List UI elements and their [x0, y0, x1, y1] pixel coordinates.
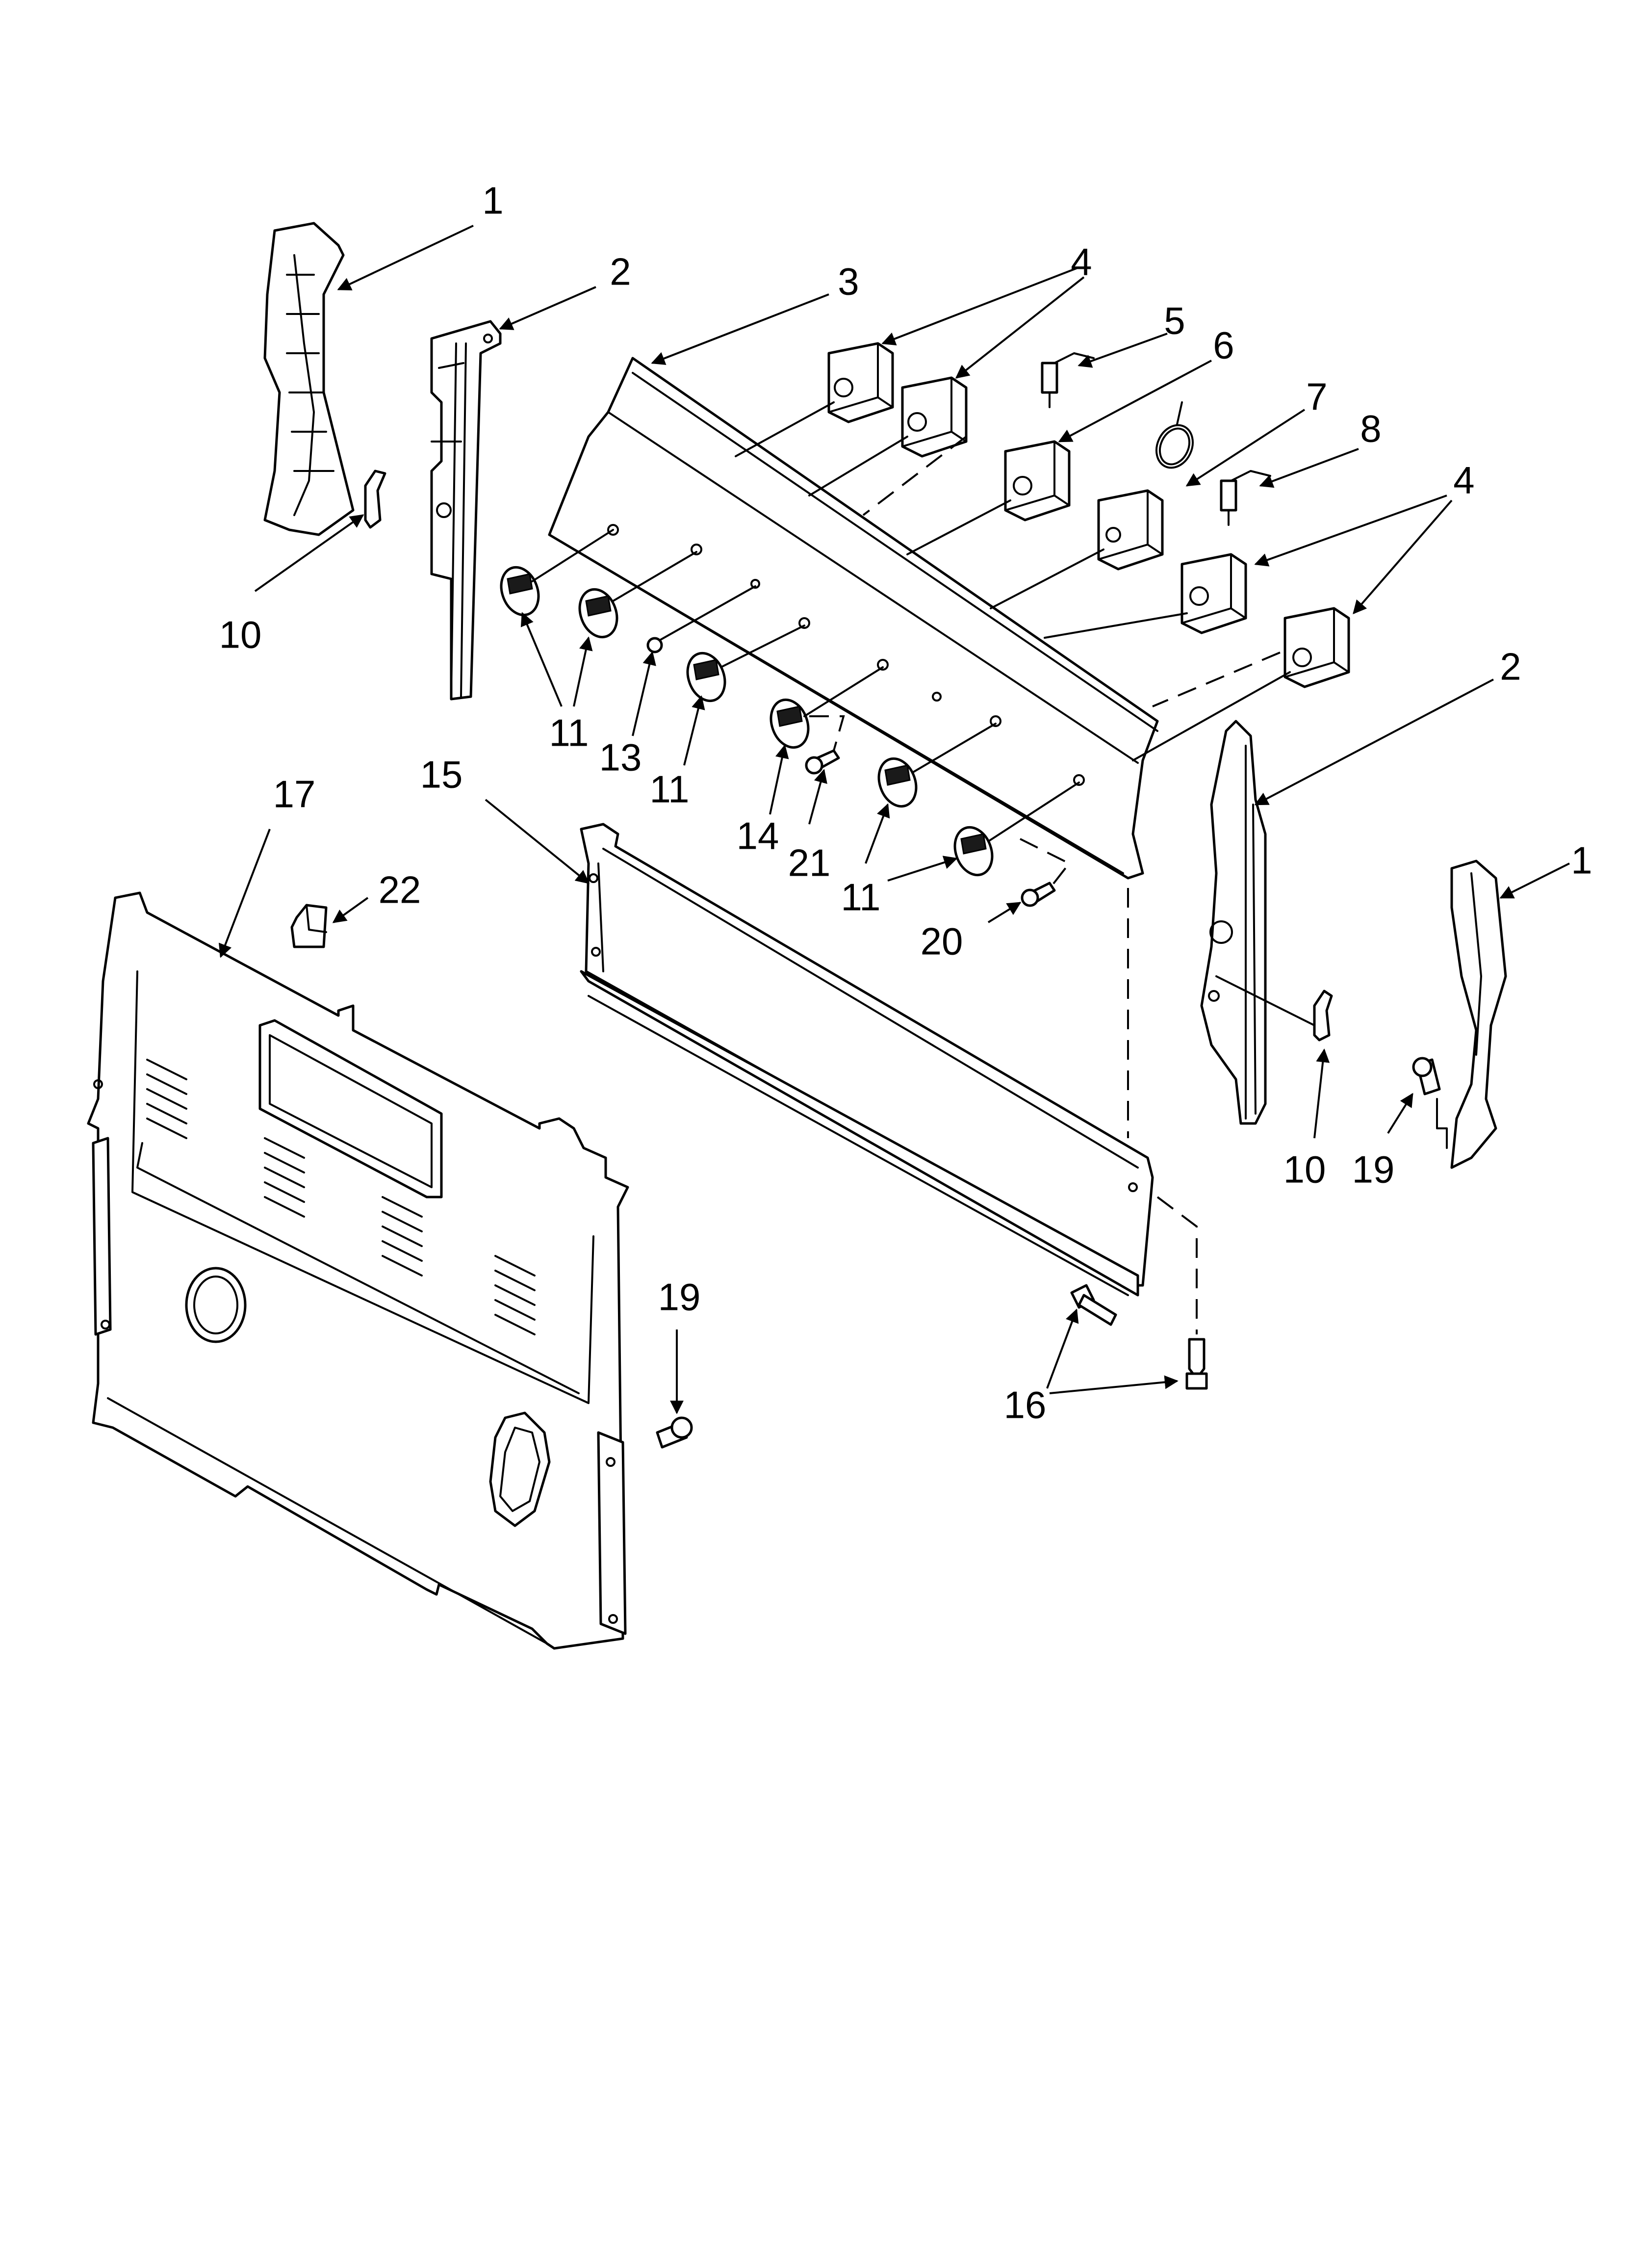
callout-3: 3: [838, 260, 859, 303]
callout-6: 6: [1213, 324, 1234, 367]
callout-21: 21: [788, 841, 831, 885]
back-panel: [87, 891, 629, 1650]
callout-labels: 1 2 3 4 5 6 7 8 4 10 11 13 11 2 15 17 14…: [219, 179, 1592, 1427]
callout-8: 8: [1360, 407, 1381, 450]
callout-5: 5: [1164, 299, 1185, 342]
screw-21: [805, 749, 840, 775]
knob-2: [578, 588, 618, 639]
callout-15: 15: [420, 753, 463, 796]
callout-4-right: 4: [1453, 459, 1474, 502]
left-side-bracket: [430, 320, 502, 701]
callout-11-b: 11: [650, 768, 690, 811]
leader-lines: [218, 225, 1570, 1414]
control-panel: [548, 357, 1159, 880]
callout-13: 13: [599, 736, 642, 779]
right-side-bracket: [1200, 720, 1267, 1125]
left-clip: [364, 469, 386, 529]
knob-6: [953, 826, 994, 877]
switch-1: [827, 342, 894, 423]
knob-5: [877, 757, 918, 808]
screw-20: [1021, 882, 1056, 907]
callout-2-left: 2: [610, 250, 631, 293]
switch-2: [901, 376, 968, 458]
switch-3: [1004, 440, 1071, 521]
screw-19-bottom: [656, 1416, 693, 1449]
callout-14: 14: [737, 814, 779, 858]
knob-1: [500, 566, 540, 617]
wire-harness-5: [1041, 352, 1095, 408]
callout-11-c: 11: [841, 876, 881, 919]
callout-4-top: 4: [1071, 240, 1092, 284]
lower-trim-panel: [580, 823, 1154, 1297]
callout-17: 17: [273, 773, 316, 816]
callout-22: 22: [379, 868, 421, 912]
callout-19-bottom: 19: [658, 1276, 701, 1319]
left-end-cap: [263, 222, 355, 536]
callout-11-a: 11: [549, 711, 589, 755]
callout-1-left: 1: [482, 179, 503, 222]
wire-harness-8: [1220, 470, 1271, 526]
knob-3: [686, 652, 726, 703]
clip-22: [290, 904, 328, 948]
switch-5: [1180, 553, 1247, 634]
callout-19-right: 19: [1352, 1148, 1395, 1191]
callout-10-right: 10: [1283, 1148, 1326, 1191]
callout-20: 20: [921, 920, 963, 963]
callout-16: 16: [1004, 1383, 1047, 1427]
screw-16-right: [1185, 1338, 1208, 1390]
knob-4: [770, 698, 810, 749]
right-clip: [1313, 990, 1333, 1042]
coil-element: [1155, 401, 1194, 469]
screw-16-left: [1070, 1284, 1117, 1326]
small-screw: [646, 585, 756, 653]
switch-6: [1283, 607, 1350, 688]
callout-1-right: 1: [1571, 839, 1592, 882]
callout-10-left: 10: [219, 613, 262, 656]
screw-19-right: [1412, 1057, 1448, 1149]
switch-4: [1097, 489, 1164, 571]
callout-2-right: 2: [1500, 645, 1521, 688]
right-end-cap: [1450, 860, 1507, 1169]
panel-holes: [607, 524, 1085, 786]
callout-7: 7: [1306, 375, 1327, 418]
